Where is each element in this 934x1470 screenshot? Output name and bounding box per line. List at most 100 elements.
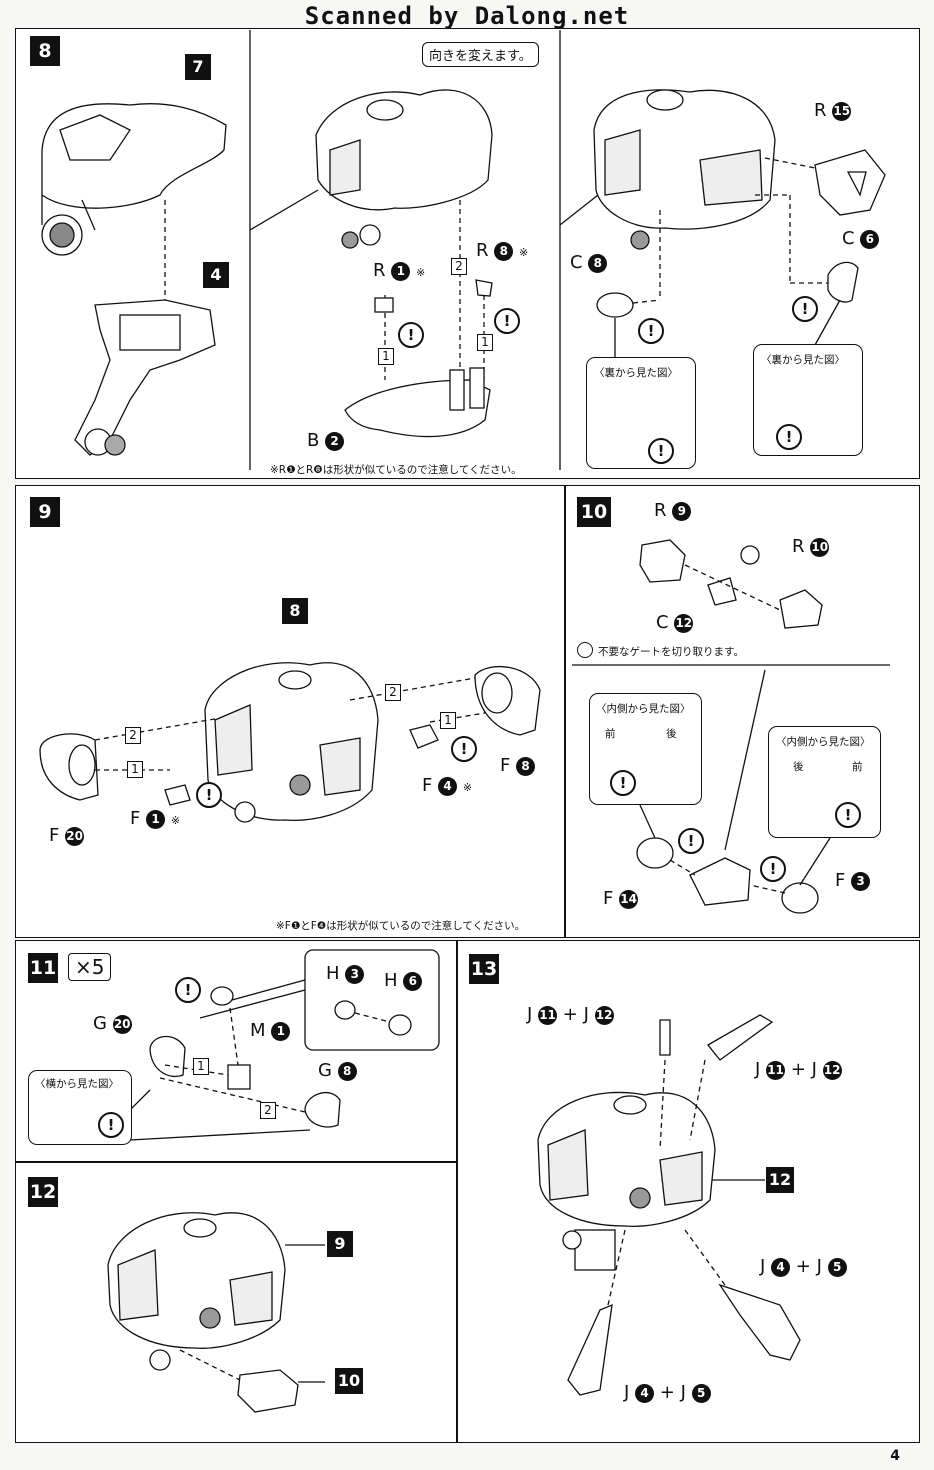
part-number: 1 <box>391 261 411 281</box>
asterisk: ※ <box>170 814 181 827</box>
part-letter: J <box>583 1004 589 1025</box>
caution-icon: ! <box>398 322 424 348</box>
part-number: 9 <box>672 501 692 521</box>
plus-sign: + <box>562 1004 578 1025</box>
part-number: 12 <box>674 613 694 633</box>
part-number: 6 <box>860 229 880 249</box>
assembly-order-1: 1 <box>477 334 493 351</box>
step-11-number: 11 <box>28 953 58 983</box>
part-letter: F <box>130 808 141 829</box>
part-label-f14: F 14 <box>603 888 639 909</box>
part-label-r10: R 10 <box>792 536 830 557</box>
step-13-subassembly-12: 12 <box>766 1167 794 1193</box>
step-9-subassembly-8: 8 <box>282 598 308 624</box>
gate-cut-note: 不要なゲートを切り取ります。 <box>598 646 744 658</box>
part-letter: J <box>755 1059 761 1080</box>
part-number: 3 <box>345 964 365 984</box>
inside-view-callout <box>768 726 881 838</box>
rod-combo-top-left: J 11 + J 12 <box>527 1004 614 1025</box>
caution-icon: ! <box>196 782 222 808</box>
part-letter: H <box>384 970 398 991</box>
back-view-callout <box>586 357 696 469</box>
asterisk: ※ <box>518 246 529 259</box>
part-letter: M <box>250 1020 266 1041</box>
part-letter: J <box>527 1004 533 1025</box>
step-10-number: 10 <box>577 497 611 527</box>
scan-watermark: Scanned by Dalong.net <box>304 2 630 30</box>
part-label-g8: G 8 <box>318 1060 357 1081</box>
part-number: 4 <box>438 776 458 796</box>
step-8-number: 8 <box>30 36 60 66</box>
caution-icon: ! <box>648 438 674 464</box>
caution-icon: ! <box>760 856 786 882</box>
asterisk: ※ <box>415 266 426 279</box>
part-label-h3: H 3 <box>326 963 365 984</box>
part-letter: F <box>49 825 60 846</box>
caution-icon: ! <box>98 1112 124 1138</box>
page-number: 4 <box>890 1448 900 1464</box>
callout-title: 〈内側から見た図〉 <box>596 703 691 715</box>
part-number: 1 <box>271 1021 291 1041</box>
caution-icon: ! <box>776 424 802 450</box>
part-letter: R <box>792 536 805 557</box>
assembly-order-2: 2 <box>260 1102 276 1119</box>
step-12-number: 12 <box>28 1177 58 1207</box>
step-8-caution-note: ※R❶とR❽は形状が似ているので注意してください。 <box>270 464 522 476</box>
part-letter: B <box>307 430 320 451</box>
assembly-order-2: 2 <box>451 258 467 275</box>
plus-sign: + <box>795 1256 811 1277</box>
rod-combo-top-right: J 11 + J 12 <box>755 1059 842 1080</box>
part-number: 1 <box>146 809 166 829</box>
part-letter: F <box>422 775 433 796</box>
assembly-order-1: 1 <box>440 712 456 729</box>
rod-combo-bottom-left: J 4 + J 5 <box>624 1382 711 1403</box>
part-letter: H <box>326 963 340 984</box>
part-letter: R <box>373 260 386 281</box>
side-view-callout <box>28 1070 132 1145</box>
caution-icon: ! <box>175 977 201 1003</box>
part-number: 4 <box>771 1257 791 1277</box>
part-letter: C <box>570 252 583 273</box>
assembly-order-2: 2 <box>125 727 141 744</box>
part-label-b2: B 2 <box>307 430 345 451</box>
part-letter: J <box>680 1382 686 1403</box>
part-label-r9: R 9 <box>654 500 692 521</box>
step-9-number: 9 <box>30 497 60 527</box>
part-number: 11 <box>766 1060 786 1080</box>
step-12-subassembly-9: 9 <box>327 1231 353 1257</box>
part-number: 10 <box>810 537 830 557</box>
part-label-c6: C 6 <box>842 228 880 249</box>
part-letter: R <box>654 500 667 521</box>
asterisk: ※ <box>462 781 473 794</box>
caution-icon: ! <box>835 802 861 828</box>
part-number: 14 <box>619 889 639 909</box>
plus-sign: + <box>659 1382 675 1403</box>
callout-title: 〈横から見た図〉 <box>35 1078 119 1090</box>
part-label-c8: C 8 <box>570 252 608 273</box>
part-letter: C <box>656 612 669 633</box>
part-label-f20: F 20 <box>49 825 85 846</box>
front-label: 前 <box>605 728 616 740</box>
plus-sign: + <box>790 1059 806 1080</box>
part-label-f8: F 8 <box>500 755 536 776</box>
step-12-subassembly-10: 10 <box>335 1368 363 1394</box>
part-label-f3: F 3 <box>835 870 871 891</box>
part-number: 5 <box>691 1383 711 1403</box>
part-label-g20: G 20 <box>93 1013 132 1034</box>
caution-icon: ! <box>494 308 520 334</box>
step-8-subassembly-7: 7 <box>185 54 211 80</box>
part-letter: J <box>624 1382 630 1403</box>
part-number: 8 <box>516 756 536 776</box>
assembly-order-1: 1 <box>378 348 394 365</box>
part-number: 6 <box>403 971 423 991</box>
callout-title: 〈内側から見た図〉 <box>776 736 871 748</box>
back-view-callout <box>753 344 863 456</box>
part-letter: C <box>842 228 855 249</box>
step-9-caution-note: ※F❶とF❹は形状が似ているので注意してください。 <box>276 920 526 932</box>
part-letter: R <box>814 100 827 121</box>
part-number: 12 <box>822 1060 842 1080</box>
part-number: 8 <box>494 241 514 261</box>
nipper-icon <box>577 642 593 658</box>
